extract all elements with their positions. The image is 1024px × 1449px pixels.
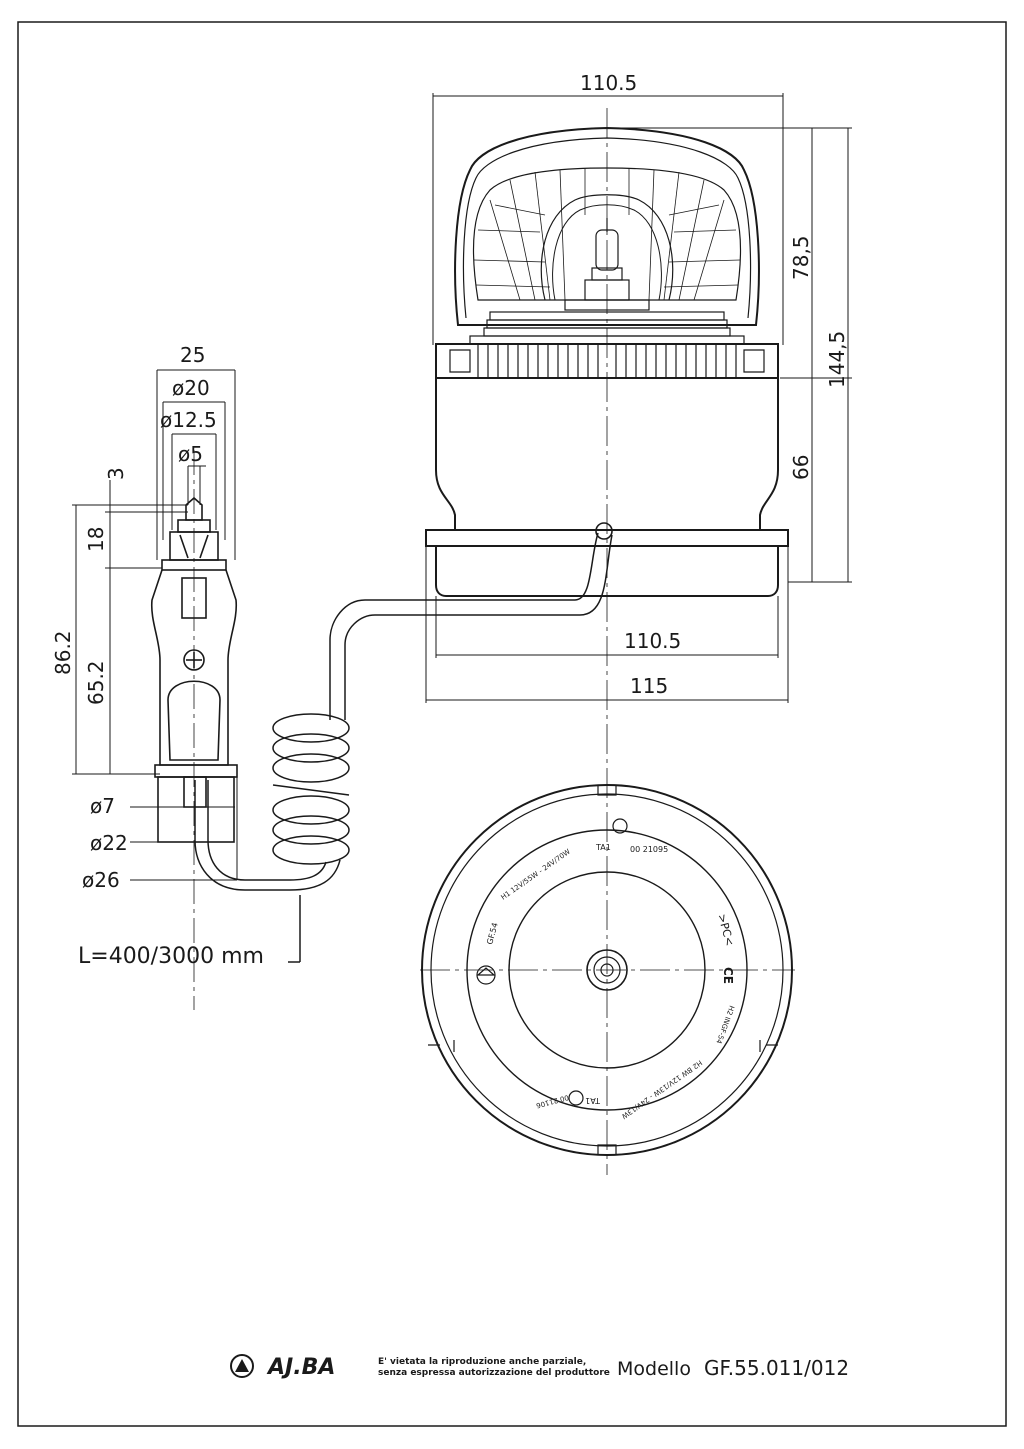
dim-plug-total-length: 86.2 xyxy=(51,630,75,675)
ce-mark: CE xyxy=(721,967,735,984)
number-top: 00 21095 xyxy=(630,845,668,854)
dim-plug-dia22: ø22 xyxy=(90,831,128,855)
brand-name: AJ.BA xyxy=(266,1355,335,1380)
dim-plug-body-length: 65.2 xyxy=(84,660,108,705)
dim-base-height: 66 xyxy=(789,455,813,480)
bottom-view-markings: H1 12V/55W - 24V/70W TA1 00 21095 GF.54 … xyxy=(485,843,736,1120)
dim-plug-width: 25 xyxy=(180,343,205,367)
dim-plug-tip: 3 xyxy=(104,467,128,480)
dim-total-height: 144,5 xyxy=(825,331,849,388)
model-mark: GF.54 xyxy=(485,922,499,946)
number-bottom: 00 21106 xyxy=(535,1093,570,1110)
coiled-cable xyxy=(194,532,613,963)
dim-top-width: 110.5 xyxy=(580,71,637,95)
beacon-side-view xyxy=(425,108,789,1175)
cable-length-label: L=400/3000 mm xyxy=(78,944,264,969)
reproduction-notice-line2: senza espressa autorizzazione del produt… xyxy=(378,1368,610,1378)
dim-plug-dia12-5: ø12.5 xyxy=(160,408,217,432)
ring-bottom-text-2: H2 BW 12V/13W - 24V/13W xyxy=(620,1058,704,1120)
pc-mark: >PC< xyxy=(715,912,736,947)
dim-plug-dia26: ø26 xyxy=(82,868,120,892)
ring-top-text: H1 12V/55W - 24V/70W xyxy=(500,848,572,902)
dim-plug-dia20: ø20 xyxy=(172,376,210,400)
dim-plug-tip-height: 18 xyxy=(84,527,108,552)
footer: AJ.BA E' vietata la riproduzione anche p… xyxy=(230,1354,849,1380)
code-top: TA1 xyxy=(595,843,611,852)
dim-dome-height: 78,5 xyxy=(789,235,813,280)
sheet-border xyxy=(17,21,1007,1427)
reproduction-notice-line1: E' vietata la riproduzione anche parzial… xyxy=(378,1357,586,1367)
beacon-bottom-view xyxy=(420,784,795,1156)
dim-base-outer-width: 115 xyxy=(630,674,668,698)
model-code: GF.55.011/012 xyxy=(704,1356,849,1380)
model-label: Modello xyxy=(617,1358,691,1380)
ring-bottom-text: H2 INGF-54 xyxy=(714,1004,735,1045)
plug-dimensions xyxy=(72,369,238,881)
brand-logo: AJ.BA xyxy=(230,1354,335,1380)
beacon-dimensions xyxy=(425,93,852,703)
dim-base-inner-width: 110.5 xyxy=(624,629,681,653)
cigarette-plug xyxy=(150,450,238,1010)
dim-plug-dia7: ø7 xyxy=(90,794,115,818)
dim-plug-dia5: ø5 xyxy=(178,442,203,466)
code-bottom: TA1 xyxy=(585,1096,601,1105)
